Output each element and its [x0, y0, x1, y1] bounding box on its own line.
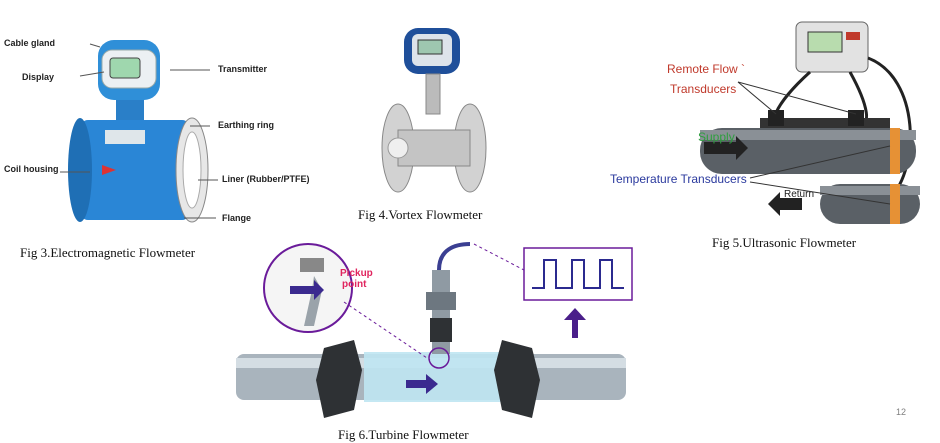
label-coil-housing: Coil housing — [4, 164, 59, 174]
label-display: Display — [22, 72, 55, 82]
label-liner: Liner (Rubber/PTFE) — [222, 174, 310, 184]
vortex-flowmeter-image — [378, 20, 488, 202]
label-transmitter: Transmitter — [218, 64, 268, 74]
label-remote-flow-2: Transducers — [670, 82, 737, 96]
caption-fig6: Fig 6.Turbine Flowmeter — [338, 427, 469, 442]
label-remote-flow-1: Remote Flow ` — [667, 62, 746, 76]
caption-fig5: Fig 5.Ultrasonic Flowmeter — [712, 235, 857, 250]
turbine-flowmeter-image — [234, 240, 636, 430]
page-number: 12 — [896, 407, 907, 417]
caption-fig3: Fig 3.Electromagnetic Flowmeter — [20, 245, 196, 260]
label-temperature-transducers: Temperature Transducers — [610, 172, 747, 186]
electromagnetic-flowmeter-image — [20, 22, 250, 237]
label-pickup: Pickup — [340, 268, 373, 279]
label-flange: Flange — [222, 213, 252, 223]
label-return: Return — [784, 189, 815, 200]
ultrasonic-flowmeter-image — [620, 18, 930, 230]
caption-fig4: Fig 4.Vortex Flowmeter — [358, 207, 483, 222]
label-earthing-ring: Earthing ring — [218, 120, 274, 130]
label-supply: Supply — [698, 130, 735, 144]
label-cable-gland: Cable gland — [4, 38, 56, 48]
label-pickup-point: point — [342, 279, 367, 290]
